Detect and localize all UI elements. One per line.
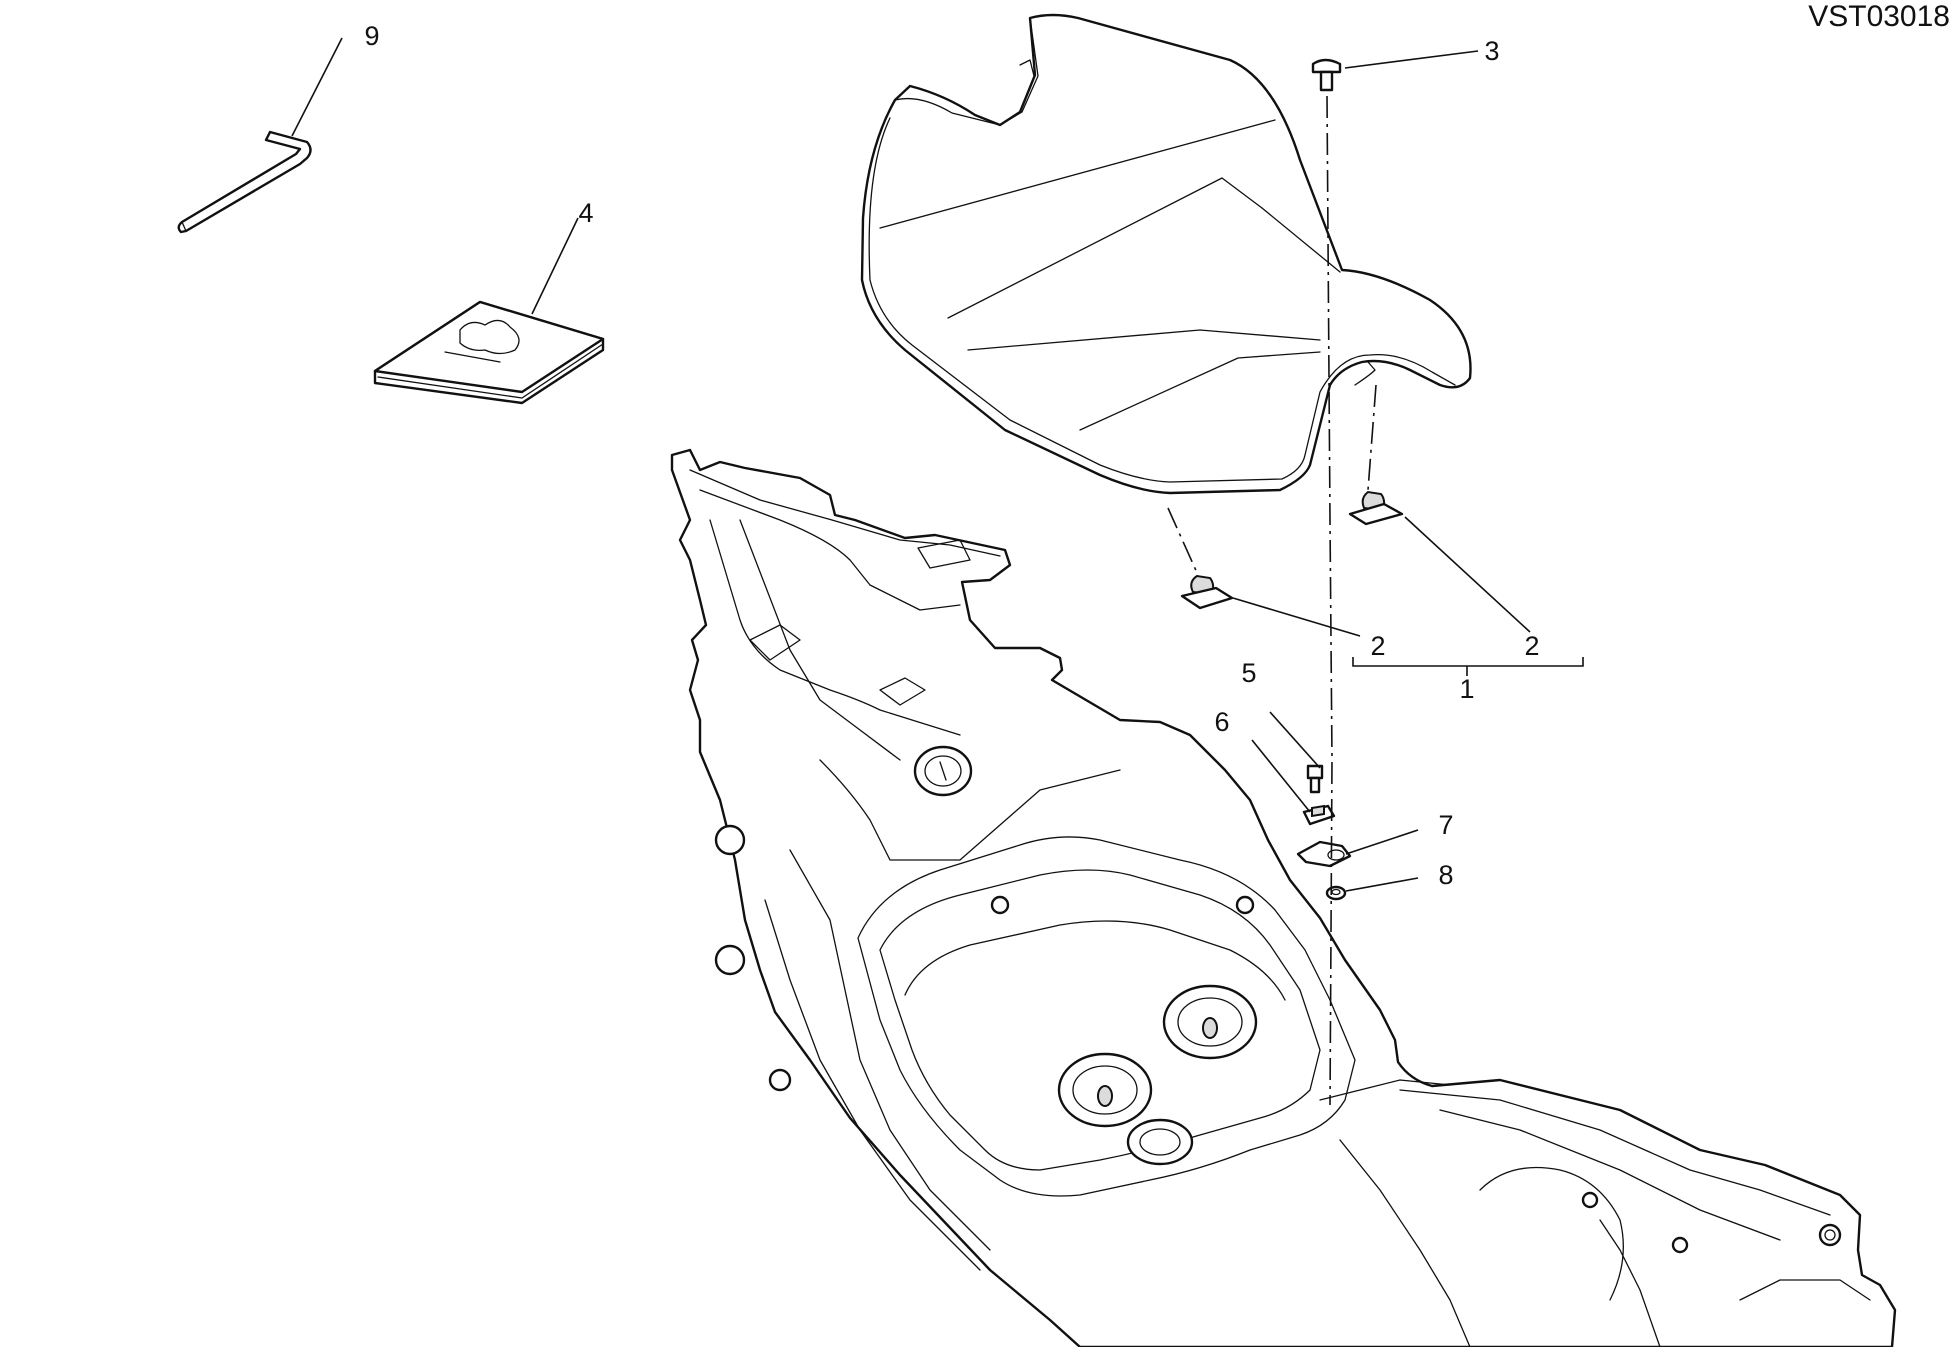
callout-4: 4 (578, 198, 593, 228)
rear-frame-part (670, 448, 1897, 1347)
callout-8: 8 (1438, 860, 1453, 890)
seat-mount-part-left (1180, 574, 1234, 610)
callout-5: 5 (1241, 658, 1256, 688)
seat-part (860, 13, 1472, 495)
callout-2-right: 2 (1524, 631, 1539, 661)
callout-1: 1 (1459, 674, 1474, 704)
callout-2-left: 2 (1370, 631, 1385, 661)
drawing-code: VST03018 (1808, 0, 1950, 33)
washer-part-8 (1325, 885, 1347, 901)
owner-manual-part (373, 300, 605, 405)
bolt-part-5 (1306, 764, 1324, 794)
screw-part-3 (1311, 58, 1342, 92)
callout-6: 6 (1214, 707, 1229, 737)
seat-mount-part-right (1348, 490, 1404, 526)
hex-key-part (177, 130, 312, 234)
callout-9: 9 (364, 21, 379, 51)
bracket-part-6 (1302, 804, 1336, 826)
leader-lines (291, 37, 1584, 892)
assembly-axis-lines (1167, 95, 1377, 1106)
callout-3: 3 (1484, 36, 1499, 66)
callout-7: 7 (1438, 810, 1453, 840)
latch-plate-part-7 (1296, 840, 1352, 868)
